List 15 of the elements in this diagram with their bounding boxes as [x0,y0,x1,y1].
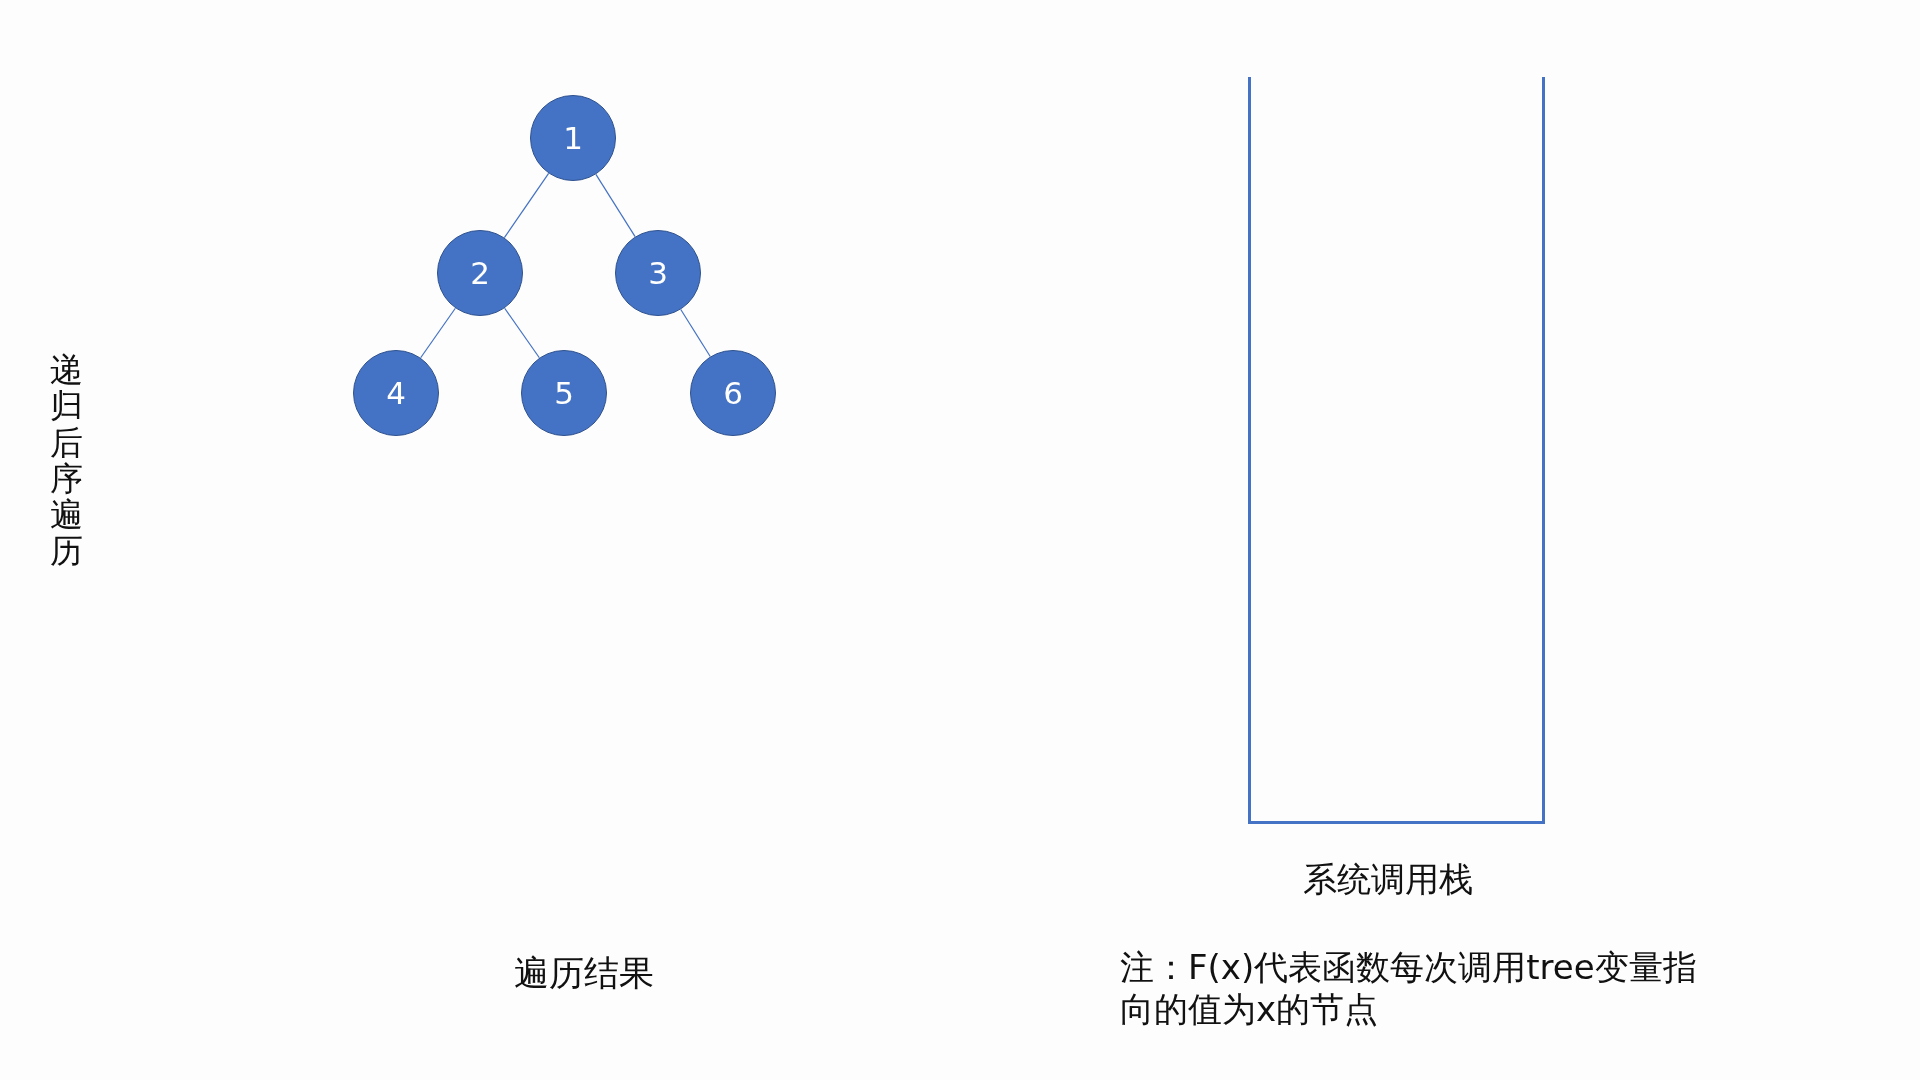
tree-edge-line [680,308,711,358]
tree-node: 3 [615,230,701,316]
tree-edge-line [504,307,540,359]
call-stack-label: 系统调用栈 [1302,859,1473,900]
tree-edge-line [503,172,550,239]
result-heading: 遍历结果 [514,952,655,995]
tree-edge-line [595,173,636,238]
tree-edge-line [420,307,456,359]
tree-node: 1 [530,95,616,181]
tree-node: 5 [521,350,607,436]
tree-node: 2 [437,230,523,316]
tree-node: 6 [690,350,776,436]
tree-node: 4 [353,350,439,436]
vertical-title: 递归后序遍历 [50,352,83,570]
note-text: 注：F(x)代表函数每次调用tree变量指向的值为x的节点 [1120,946,1698,1030]
